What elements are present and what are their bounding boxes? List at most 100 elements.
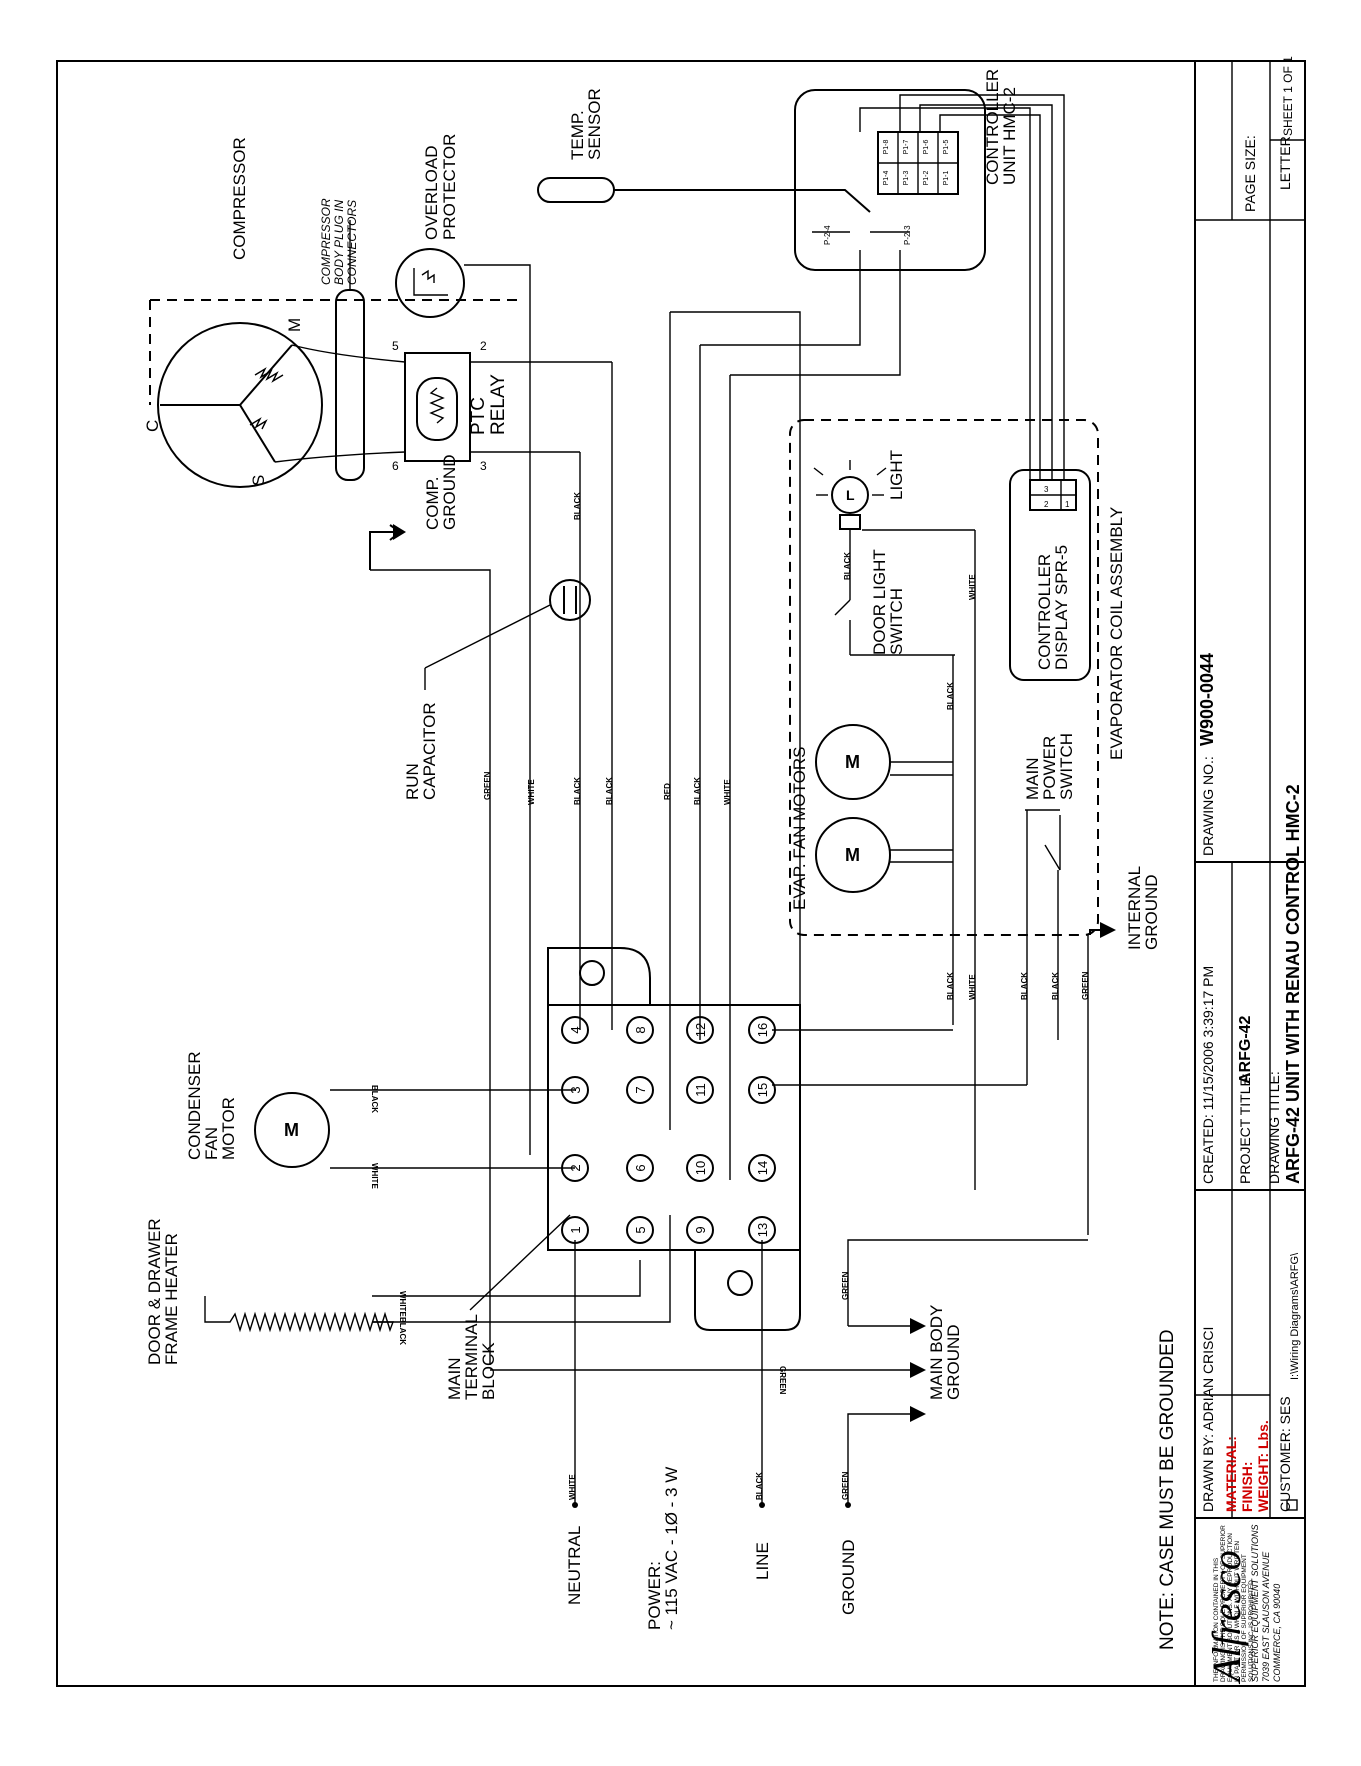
file-icon [1286,1499,1298,1511]
wire-label-black-9: BLACK [1051,972,1060,1000]
evap-fan-motors: M M EVAP. FAN MOTORS [790,724,891,910]
display-pin-2: 2 [1044,500,1049,509]
cond-fan-label-2: FAN [202,1127,221,1160]
terminal-number-10: 10 [693,1161,708,1175]
wire-label-black-4: BLACK [693,777,702,805]
relay-label-1: PTC [468,397,489,435]
title-block: THE INFORMATION CONTAINED IN THIS DRAWIN… [1194,56,1306,1687]
wire-label-white-mirror-2: WHITE [398,1291,407,1317]
relay-pin-3: 3 [480,459,487,473]
run-cap-label-1: RUN [403,763,422,800]
terminal-number-7: 7 [633,1086,648,1093]
display-label-1: CONTROLLER [1035,554,1054,670]
terminal-number-6: 6 [633,1164,648,1171]
wire-label-white-mirror: WHITE [370,1163,379,1189]
display-label-2: DISPLAY SPR-5 [1052,545,1071,670]
door-switch-label-2: SWITCH [887,588,906,655]
terminal-number-15: 15 [755,1083,770,1097]
terminal-number-16: 16 [755,1023,770,1037]
page-size: LETTER [1277,136,1293,190]
power-switch-label-3: SWITCH [1057,733,1076,800]
main-body-ground: MAIN BODY GROUND [910,1305,963,1422]
drawing-no-label: DRAWING NO.: [1200,756,1216,856]
light-label: LIGHT [887,450,906,500]
company-logo: Alfresco [1204,1550,1249,1685]
temp-sensor-label-1: TEMP. [568,110,587,160]
terminal-m-label: M [285,318,304,332]
terminal-8 [626,1016,654,1044]
company-address: 7039 EAST SLAUSON AVENUE [1261,1551,1271,1682]
comp-ground: COMP. GROUND [369,454,459,570]
notice-line-3: EQUIPMENT SOLUTIONS. ANY REPRODUCTION [1227,1533,1234,1682]
main-power-switch: MAIN POWER SWITCH [1023,733,1076,871]
evap-motor-1-letter: M [845,752,860,772]
comp-ground-label-2: GROUND [440,454,459,530]
terminal-block-label-2: TERMINAL [462,1314,481,1400]
finish: FINISH: [1239,1461,1255,1512]
notice-line-2: DRAWING IS THE SOLE PROPERTY OF SUPERIOR [1220,1525,1227,1682]
drawing-no: W900-0044 [1197,653,1217,746]
internal-ground-label-2: GROUND [1142,874,1161,950]
terminal-number-3: 3 [568,1086,583,1093]
evaporator-assembly: EVAPORATOR COIL ASSEMBLY [789,419,1126,936]
comp-ground-label-1: COMP. [423,476,442,530]
relay-pin-2: 2 [480,339,487,353]
temp-sensor-label-2: SENSOR [585,88,604,160]
wire-label-black-2: BLACK [605,777,614,805]
run-capacitor: RUN CAPACITOR [403,579,591,800]
light: L LIGHT [813,450,906,530]
compressor-plug [335,289,365,481]
customer: CUSTOMER: SES [1277,1396,1293,1512]
controller-pin-p1-7: P1-7 [903,140,910,155]
internal-ground: INTERNAL GROUND [1089,866,1161,950]
relay-pin-5: 5 [392,339,399,353]
cond-fan-label-1: CONDENSER [185,1051,204,1160]
sheet-number: SHEET 1 OF 1 [1281,56,1295,136]
overload-protector: OVERLOAD PROTECTOR [395,134,465,318]
evap-assembly-label: EVAPORATOR COIL ASSEMBLY [1107,507,1126,760]
wire-label-white-3: WHITE [968,574,977,600]
terminal-5 [626,1216,654,1244]
sheet-border [56,60,1306,1687]
door-switch-label-1: DOOR LIGHT [870,549,889,655]
wire-label-black-7: BLACK [946,972,955,1000]
wire-label-black-mirror: BLACK [370,1085,379,1113]
controller-pin-p1-3: P1-3 [903,171,910,186]
terminal-block-label-1: MAIN [445,1358,464,1401]
wire-label-white: WHITE [527,779,536,805]
controller-display: 3 2 1 CONTROLLER DISPLAY SPR-5 [1009,469,1091,681]
controller-pin-p1-6: P1-6 [923,140,930,155]
terminal-11 [686,1076,714,1104]
wire-label-green: GREEN [483,771,492,800]
terminal-4 [561,1016,589,1044]
power-labels: NEUTRAL POWER: ~ 115 VAC - 1Ø - 3 W LINE… [565,1467,858,1630]
main-body-ground-label-2: GROUND [944,1324,963,1400]
controller-label-1: CONTROLLER [983,69,1002,185]
cond-motor-letter: M [284,1120,299,1140]
run-cap-label-2: CAPACITOR [420,702,439,800]
main-body-ground-label-1: MAIN BODY [927,1305,946,1400]
overload-label-2: PROTECTOR [440,134,459,240]
wire-label-black-5: BLACK [843,552,852,580]
created-date: CREATED: 11/15/2006 3:39:17 PM [1200,966,1216,1184]
drawing-title-label: DRAWING TITLE: [1266,1071,1282,1184]
notice-line-4: IN PART OR AS A WHOLE WITHOUT WRITTEN [1234,1541,1241,1682]
ptc-relay: 5 6 2 3 PTC RELAY [392,339,509,473]
terminal-15 [748,1076,776,1104]
wire-label-black-mirror-2: BLACK [398,1317,407,1345]
terminal-number-14: 14 [755,1161,770,1175]
internal-ground-label-1: INTERNAL [1125,866,1144,950]
relay-pin-6: 6 [392,459,399,473]
terminal-number-1: 1 [568,1226,583,1233]
compressor-body [157,322,323,488]
plug-label-2: BODY PLUG IN [332,200,346,285]
notice-line-1: THE INFORMATION CONTAINED IN THIS [1213,1557,1220,1682]
controller-pin-p1-1: P1-1 [943,171,950,186]
condenser-fan-motor: M CONDENSER FAN MOTOR [185,1051,330,1168]
wire-label-black-8: BLACK [1020,972,1029,1000]
terminal-number-5: 5 [633,1226,648,1233]
